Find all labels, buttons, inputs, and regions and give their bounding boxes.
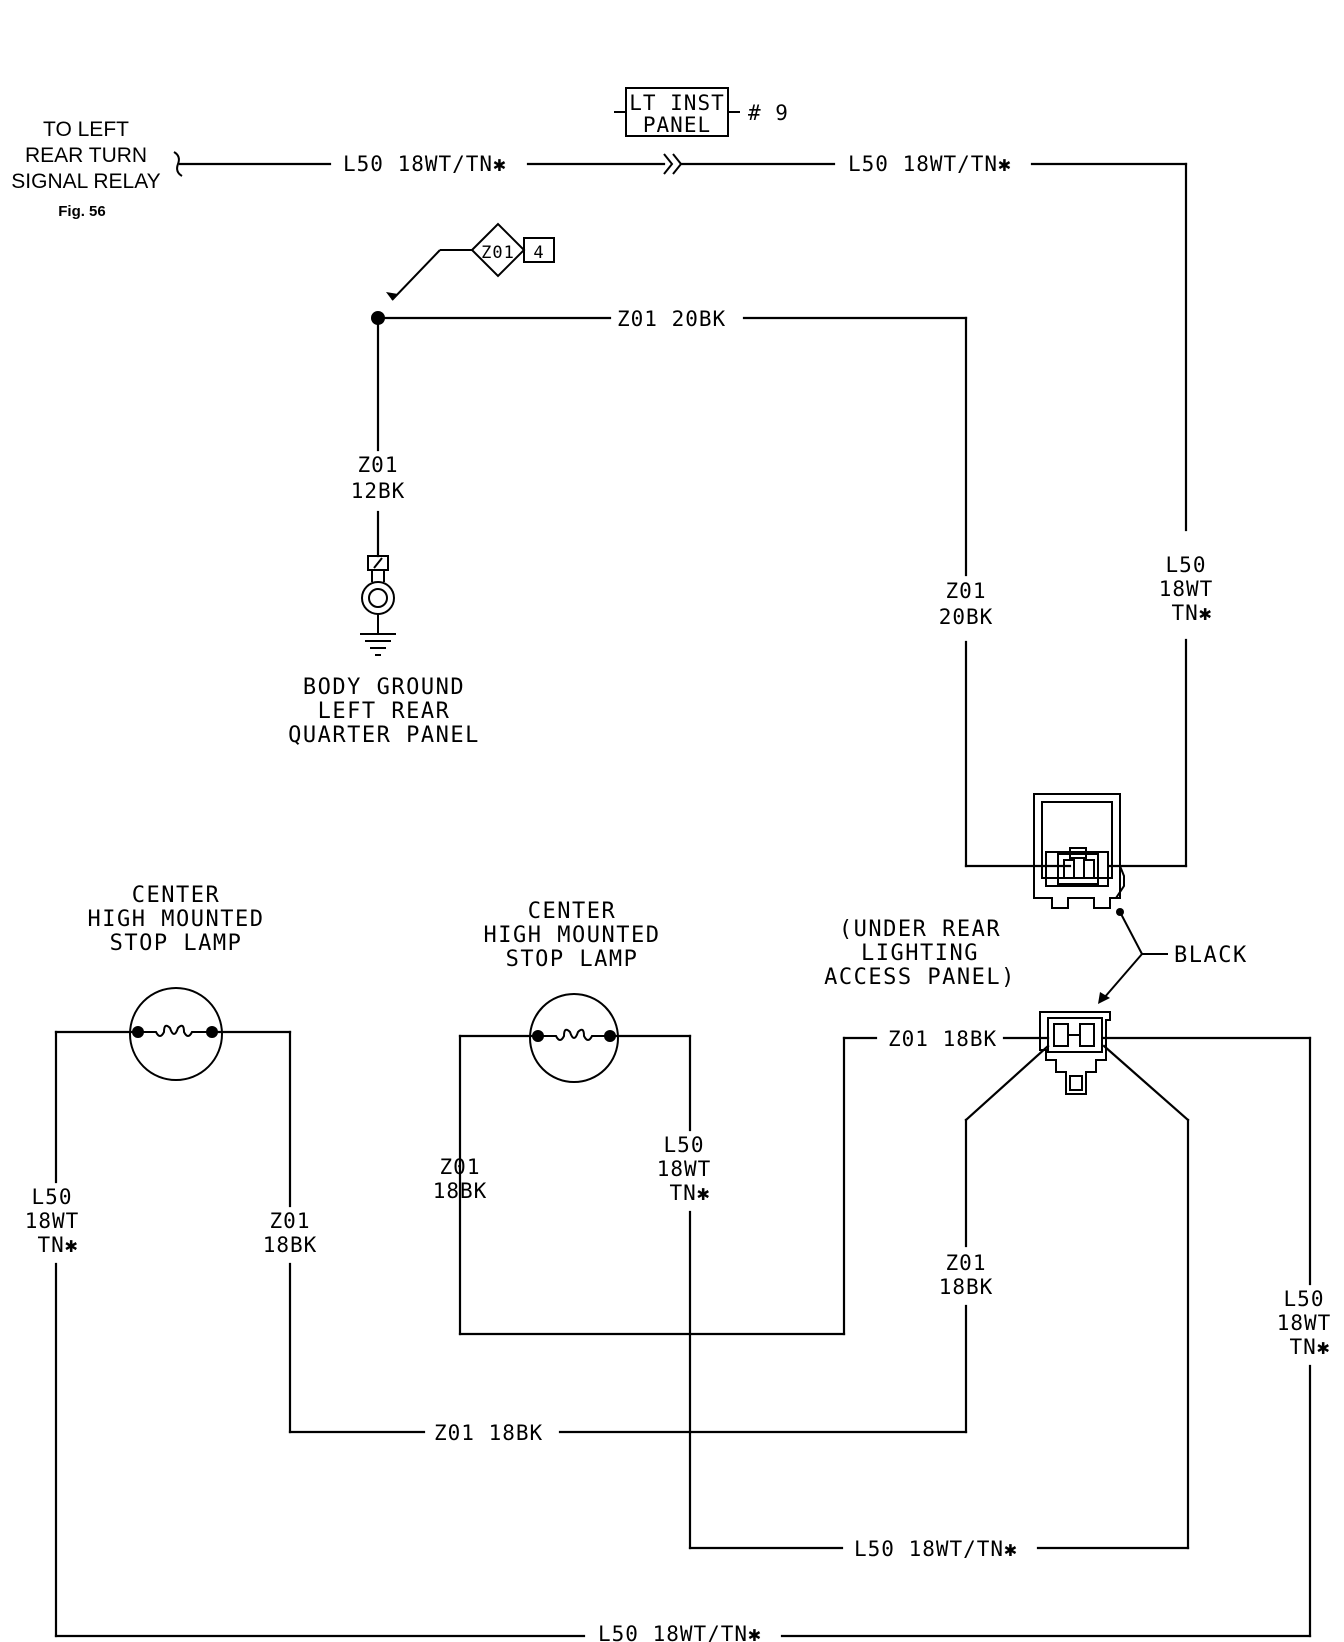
relay-ref-line-3: SIGNAL RELAY <box>11 170 160 193</box>
z01-20bk-wire: Z01 20BK Z01 20BK <box>376 307 1072 868</box>
connector-color-label: BLACK <box>1174 943 1248 968</box>
lt-inst-panel: LT INST PANEL # 9 <box>614 87 789 137</box>
lamp1-line-1: CENTER <box>132 883 220 908</box>
wire-break-icon <box>173 151 183 177</box>
z01-18bk-connector-wire: Z01 18BK <box>458 1027 1050 1336</box>
lamp1-bulb-icon <box>129 987 223 1081</box>
lamp2-line-1: CENTER <box>528 899 616 924</box>
lamp2-bulb-icon <box>529 993 619 1083</box>
connector-chevron-icon <box>663 153 683 175</box>
body-ground-wire: Z01 12BK BODY GROUND LEFT REAR QUARTER P… <box>288 316 480 748</box>
upper-connector <box>1033 793 1143 955</box>
body-ground-line-2: LEFT REAR <box>318 699 451 724</box>
l50-top-right-label: L50 18WT/TN✱ <box>848 152 1012 176</box>
l50-right-label-3: TN✱ <box>1172 601 1213 625</box>
stop-lamp-1: CENTER HIGH MOUNTED STOP LAMP <box>54 883 292 1081</box>
z01-12bk-label-1: Z01 <box>358 453 399 477</box>
z01-18bk-vert2-label-2: 18BK <box>939 1275 994 1299</box>
lamp1-wires: L50 18WT TN✱ Z01 18BK <box>25 1030 318 1638</box>
lamp2-left-label-2: 18BK <box>433 1179 488 1203</box>
relay-ref-line-2: REAR TURN <box>25 144 147 167</box>
z01-20bk-top-label: Z01 20BK <box>617 307 726 331</box>
ground-ring-icon <box>361 581 395 615</box>
l50-far-right-label-1: L50 <box>1284 1287 1325 1311</box>
l50-far-right-label-3: TN✱ <box>1290 1335 1331 1359</box>
lamp2-right-label-1: L50 <box>664 1133 705 1157</box>
inst-panel-line-1: LT INST <box>629 91 725 115</box>
l50-right-wire: L50 18WT TN✱ <box>1108 553 1214 868</box>
z01-18bk-vert2-label-1: Z01 <box>946 1251 987 1275</box>
lamp1-left-label-1: L50 <box>32 1185 73 1209</box>
l50-bottom-label: L50 18WT/TN✱ <box>598 1622 762 1642</box>
lamp2-right-label-3: TN✱ <box>670 1181 711 1205</box>
inst-panel-pin: # 9 <box>748 101 789 125</box>
z01-18bk-conn-label: Z01 18BK <box>888 1027 997 1051</box>
lower-connector <box>1039 1011 1111 1095</box>
lamp2-left-label-1: Z01 <box>440 1155 481 1179</box>
lamp2-right-label-2: 18WT <box>657 1157 712 1181</box>
z01-20bk-vert-label-2: 20BK <box>939 605 994 629</box>
bottom-wires: Z01 18BK L50 18WT/TN✱ L50 18WT/TN✱ <box>54 1421 1312 1642</box>
l50-top-left-label: L50 18WT/TN✱ <box>343 152 507 176</box>
z01-18bk-bottom-label: Z01 18BK <box>434 1421 543 1445</box>
ground-splice: Z01 4 <box>371 222 555 325</box>
lamp1-line-2: HIGH MOUNTED <box>88 907 265 932</box>
l50-bottom-mid-label: L50 18WT/TN✱ <box>854 1537 1018 1561</box>
relay-ref-line-1: TO LEFT <box>43 118 129 141</box>
splice-num: 4 <box>533 243 544 263</box>
access-panel-line-1: (UNDER REAR <box>839 917 1001 942</box>
connector-color-callout: BLACK <box>1098 943 1248 1004</box>
body-ground-line-1: BODY GROUND <box>303 675 465 700</box>
connector-fanout: Z01 18BK L50 18WT TN✱ <box>939 1036 1332 1638</box>
stop-lamp-2: CENTER HIGH MOUNTED STOP LAMP <box>458 899 692 1083</box>
lamp1-left-label-3: TN✱ <box>38 1233 79 1257</box>
splice-id: Z01 <box>481 243 515 263</box>
l50-top-wire: L50 18WT/TN✱ L50 18WT/TN✱ <box>178 152 1188 532</box>
lamp1-right-label-1: Z01 <box>270 1209 311 1233</box>
access-panel-line-2: LIGHTING <box>861 941 979 966</box>
lamp2-line-3: STOP LAMP <box>506 947 639 972</box>
l50-far-right-label-2: 18WT <box>1277 1311 1332 1335</box>
relay-ref-fig: Fig. 56 <box>58 203 106 220</box>
access-panel-line-3: ACCESS PANEL) <box>824 965 1016 990</box>
l50-right-label-1: L50 <box>1166 553 1207 577</box>
access-panel-label: (UNDER REAR LIGHTING ACCESS PANEL) <box>824 917 1016 990</box>
inst-panel-line-2: PANEL <box>643 113 711 137</box>
relay-reference: TO LEFT REAR TURN SIGNAL RELAY Fig. 56 <box>11 118 183 220</box>
lamp1-left-label-2: 18WT <box>25 1209 80 1233</box>
z01-12bk-label-2: 12BK <box>351 479 406 503</box>
lamp2-wires: Z01 18BK L50 18WT TN✱ <box>433 1034 712 1550</box>
l50-right-label-2: 18WT <box>1159 577 1214 601</box>
lamp1-right-label-2: 18BK <box>263 1233 318 1257</box>
lamp1-line-3: STOP LAMP <box>110 931 243 956</box>
lamp2-line-2: HIGH MOUNTED <box>484 923 661 948</box>
body-ground-line-3: QUARTER PANEL <box>288 723 480 748</box>
z01-20bk-vert-label-1: Z01 <box>946 579 987 603</box>
